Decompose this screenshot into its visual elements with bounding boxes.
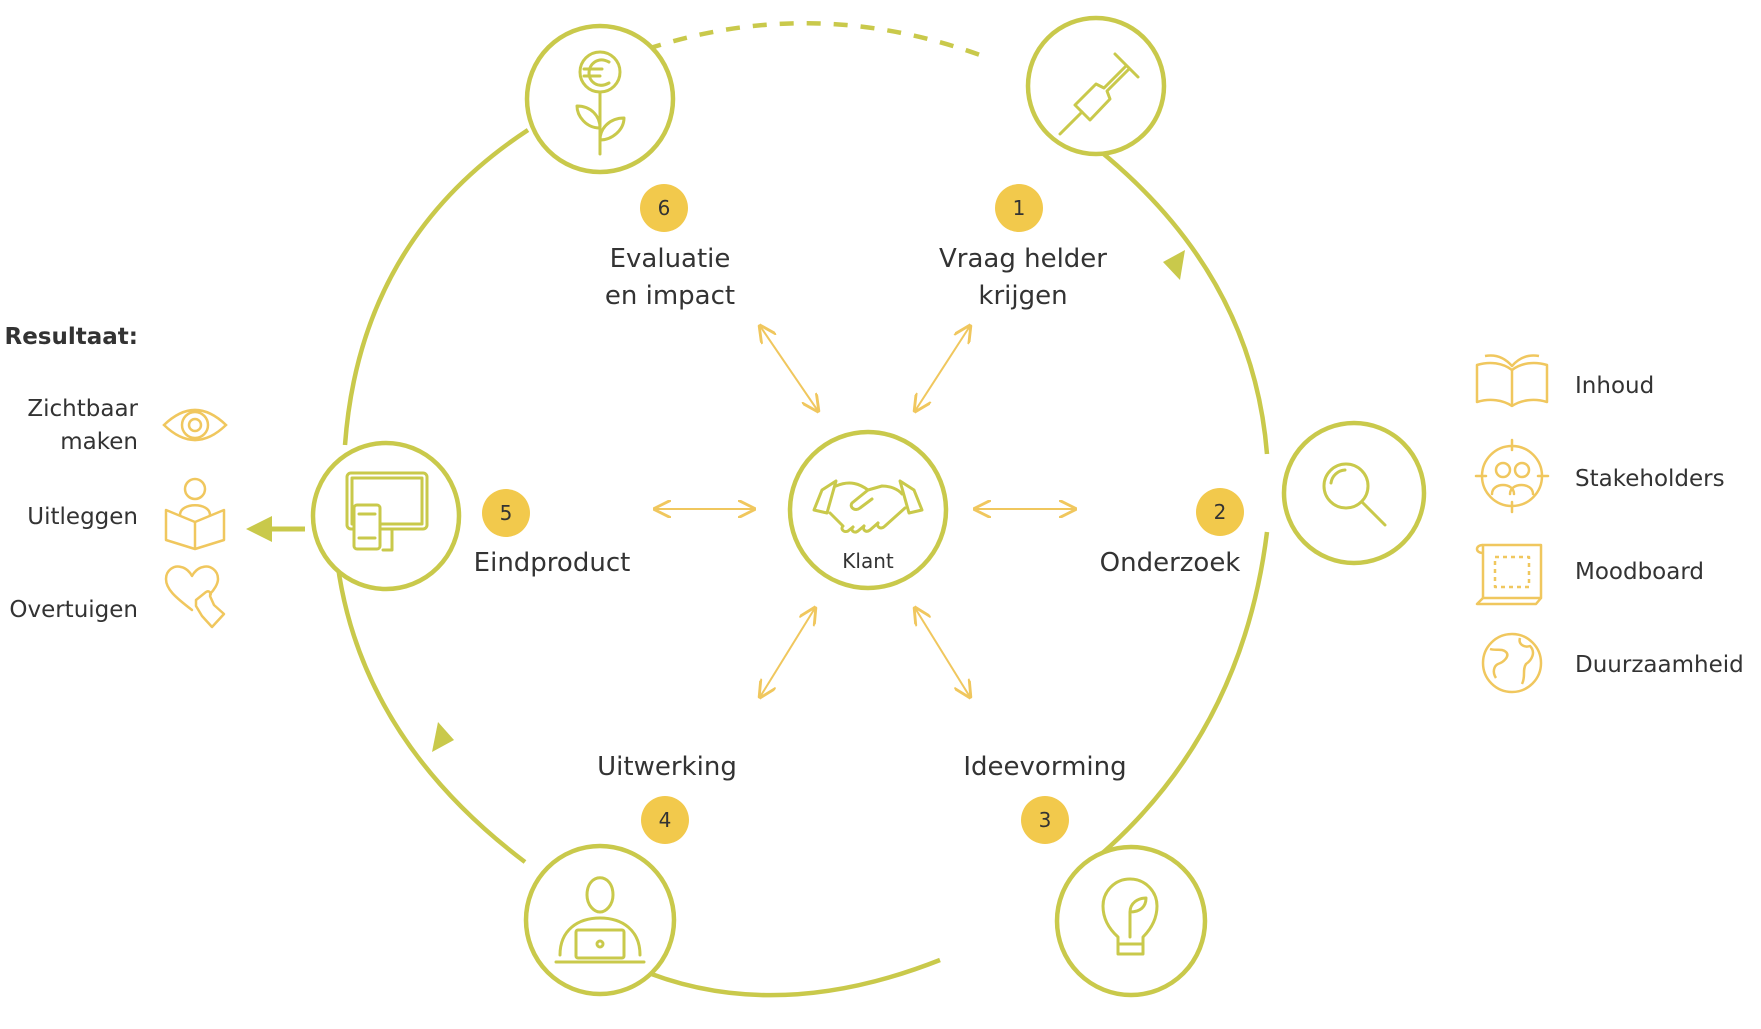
legend-item-3-label: Moodboard [1575, 559, 1704, 585]
connection-arrow [760, 326, 818, 411]
step-4-badge [641, 796, 689, 844]
eye-icon [162, 408, 228, 442]
result-item-1-line1: Zichtbaar [27, 396, 138, 422]
step-5-label: Eindproduct [474, 548, 631, 578]
step-1-number: 1 [1013, 196, 1026, 220]
step-6-label-line1: Evaluatie [610, 244, 731, 274]
step-3-node [1054, 844, 1208, 998]
step-1-node [1025, 15, 1167, 157]
step-4-label: Uitwerking [597, 752, 737, 782]
handshake-icon [812, 479, 924, 534]
step-1-badge [995, 184, 1043, 232]
result-item-1-line2: maken [60, 429, 138, 455]
step-4-node [523, 843, 677, 997]
connection-arrow [915, 608, 970, 697]
result-output-arrow [246, 516, 305, 542]
moodboard-icon [1475, 543, 1543, 606]
step-badges: 1 2 3 4 5 6 [482, 184, 1244, 844]
cycle-ring [332, 21, 1270, 998]
step-1-label-line1: Vraag helder [939, 244, 1107, 274]
legend-item-1-label: Inhoud [1575, 373, 1654, 399]
lightbulb-icon [1101, 877, 1159, 956]
step-6-node [524, 23, 676, 175]
pushpin-icon [1058, 52, 1140, 136]
step-2-label: Onderzoek [1100, 548, 1241, 578]
legend: Inhoud Stakeholders Moodboard Duurzaamhe… [1474, 354, 1744, 694]
result-item-3-label: Overtuigen [9, 597, 138, 623]
result-title: Resultaat: [5, 324, 139, 350]
step-5-number: 5 [500, 501, 513, 525]
step-2-number: 2 [1214, 500, 1227, 524]
open-book-icon [1475, 354, 1549, 408]
magnifier-icon [1322, 462, 1387, 527]
step-4-number: 4 [659, 808, 672, 832]
cycle-direction-arrow [432, 722, 454, 752]
step-2-node [1281, 420, 1427, 566]
euro-plant-icon [575, 50, 626, 156]
step-3-label: Ideevorming [963, 752, 1126, 782]
globe-icon [1481, 632, 1543, 694]
step-3-number: 3 [1039, 808, 1052, 832]
legend-item-4-label: Duurzaamheid [1575, 652, 1744, 678]
center-label: Klant [842, 549, 894, 573]
step-5-badge [482, 489, 530, 537]
heart-hand-icon [164, 565, 226, 629]
cycle-direction-arrow [1163, 250, 1185, 280]
connection-arrow [760, 608, 815, 697]
group-target-icon [1474, 438, 1550, 514]
step-5-node [310, 440, 462, 592]
center-connections [655, 326, 1075, 697]
step-6-number: 6 [658, 196, 671, 220]
step-6-label-line2: en impact [605, 281, 735, 311]
result-item-2-label: Uitleggen [27, 504, 138, 530]
person-reading-icon [164, 477, 226, 551]
step-2-badge [1196, 488, 1244, 536]
devices-icon [345, 471, 429, 552]
center-node: Klant [787, 429, 949, 591]
result-section: Resultaat: Zichtbaar maken Uitleggen Ove… [5, 324, 228, 629]
person-laptop-icon [554, 876, 646, 964]
step-1-label-line2: krijgen [978, 281, 1067, 311]
step-3-badge [1021, 796, 1069, 844]
step-labels: Vraag helder krijgen Onderzoek Ideevormi… [474, 244, 1241, 782]
connection-arrow [915, 326, 970, 411]
step-6-badge [640, 184, 688, 232]
legend-item-2-label: Stakeholders [1575, 466, 1725, 492]
